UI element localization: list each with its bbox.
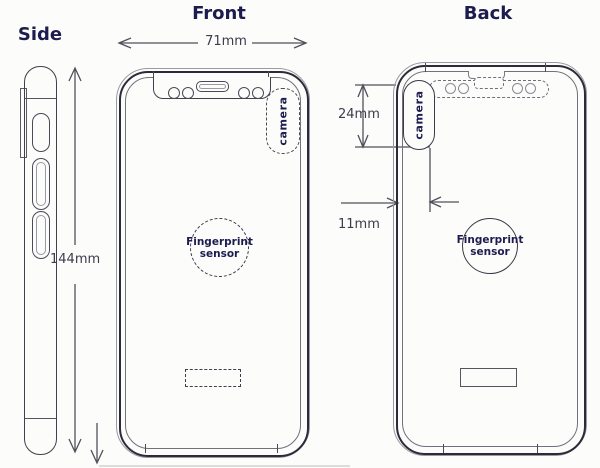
side-button xyxy=(32,211,50,259)
width-dimension-arrow xyxy=(117,37,308,49)
front-sensor-dot xyxy=(252,87,264,99)
back-sensor-dot xyxy=(525,83,536,94)
back-antenna-line xyxy=(537,444,538,453)
front-antenna-line xyxy=(277,444,278,453)
front-fingerprint-label-line2: sensor xyxy=(199,247,240,260)
front-antenna-line xyxy=(145,444,146,453)
back-camera-label: camera xyxy=(412,90,426,140)
front-sensor-dot xyxy=(238,87,250,99)
camera-offset-label: 11mm xyxy=(338,217,380,232)
back-fingerprint-label-line1: Fingerprint xyxy=(456,234,524,246)
front-camera-region: camera xyxy=(266,88,300,154)
side-button-rail xyxy=(20,88,27,158)
device-height-label: 144mm xyxy=(50,252,101,267)
front-camera-label: camera xyxy=(276,96,290,146)
side-bottom-seam xyxy=(25,418,56,419)
camera-length-label: 24mm xyxy=(338,107,380,122)
back-camera-module: camera xyxy=(403,80,435,150)
front-fingerprint-region: Fingerprint sensor xyxy=(186,218,253,277)
camera-offset-arrows xyxy=(341,148,459,212)
front-fingerprint-label: Fingerprint sensor xyxy=(185,219,254,276)
side-view-body xyxy=(24,66,57,455)
side-button xyxy=(32,158,50,210)
back-fingerprint-sensor: Fingerprint sensor xyxy=(457,218,523,274)
back-antenna-line xyxy=(545,63,546,72)
front-view-title: Front xyxy=(192,3,246,24)
back-fingerprint-label-line2: sensor xyxy=(470,246,510,258)
back-bottom-plate xyxy=(460,368,517,387)
height-dimension-arrow xyxy=(68,66,82,454)
back-sensor-dot xyxy=(458,83,469,94)
secondary-height-arrow xyxy=(90,423,350,467)
side-button-detail xyxy=(36,162,46,206)
front-view-outer-shell xyxy=(116,68,310,458)
side-button xyxy=(32,113,50,152)
side-view-title: Side xyxy=(17,24,63,45)
back-sensor-dot xyxy=(445,83,456,94)
front-view-frame xyxy=(119,71,309,457)
side-top-seam xyxy=(25,98,56,99)
back-antenna-line xyxy=(425,63,426,72)
device-width-label: 71mm xyxy=(205,34,247,49)
front-sensor-dot xyxy=(182,87,194,99)
front-antenna-line xyxy=(153,71,154,80)
earpiece-speaker-slot xyxy=(199,84,226,89)
back-view-title: Back xyxy=(463,3,513,24)
earpiece-speaker xyxy=(196,81,229,92)
front-sensor-dot xyxy=(168,87,180,99)
front-fingerprint-label-line1: Fingerprint xyxy=(186,235,253,248)
back-view-frame xyxy=(396,65,586,455)
back-fingerprint-label: Fingerprint sensor xyxy=(456,219,524,273)
back-internal-speaker xyxy=(474,77,504,89)
back-view-outer-shell xyxy=(393,62,587,456)
front-bottom-dashed-region xyxy=(185,369,241,387)
side-button-detail xyxy=(36,215,46,255)
front-antenna-line xyxy=(268,71,269,80)
back-sensor-dot xyxy=(512,83,523,94)
back-antenna-line xyxy=(443,444,444,453)
